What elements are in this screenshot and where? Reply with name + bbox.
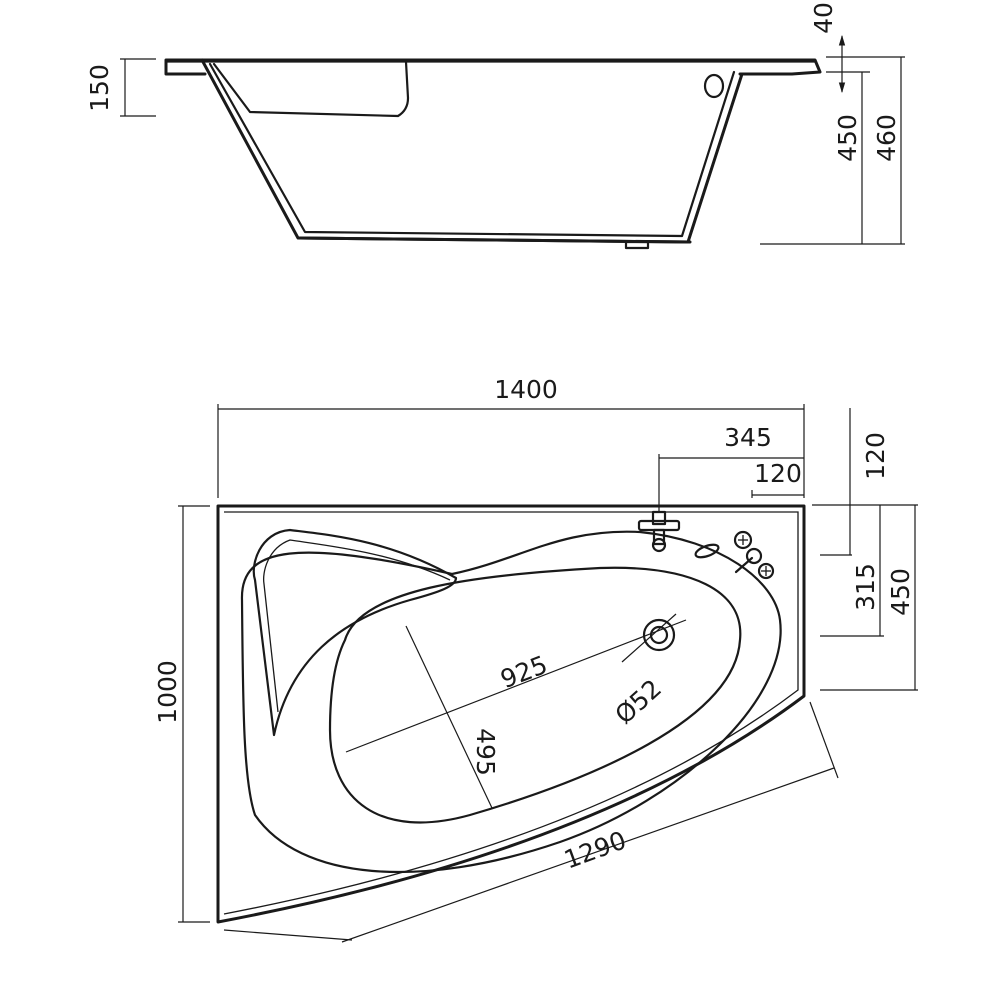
top-basin [328, 566, 742, 824]
dim-925-line [345, 619, 687, 753]
label-150: 150 [85, 64, 114, 112]
side-inner-shell [208, 62, 736, 238]
dim-495-line [405, 625, 493, 809]
top-headrest [252, 528, 458, 737]
side-tub-body [200, 58, 744, 244]
dim-1290-line [341, 767, 835, 943]
side-seat-profile [212, 60, 410, 118]
label-925: 925 [496, 650, 551, 694]
side-overflow-hole [703, 73, 725, 99]
label-460: 460 [872, 114, 901, 162]
label-40: 40 [809, 2, 838, 34]
label-1290: 1290 [560, 826, 630, 875]
label-315: 315 [851, 563, 880, 611]
label-1400: 1400 [494, 375, 558, 404]
label-495: 495 [471, 728, 500, 776]
label-120-right: 120 [861, 432, 890, 480]
dim-drain-diameter-line [621, 613, 677, 663]
overflow-outlet [694, 543, 720, 559]
side-view: 150 40 450 460 [85, 2, 905, 250]
side-drain-fitting [624, 240, 650, 250]
label-450-right: 450 [886, 568, 915, 616]
dim-ext-front-right [809, 701, 839, 779]
top-headrest-inner [262, 539, 451, 713]
drain-inner-ring [649, 625, 669, 645]
top-outer-rim [216, 504, 806, 924]
mixer-controls [733, 530, 775, 580]
top-tub-outline [240, 530, 782, 874]
dim-ext-front-left [223, 929, 353, 941]
label-450-side: 450 [833, 114, 862, 162]
side-rim-outline [164, 58, 822, 76]
label-345: 345 [724, 423, 772, 452]
label-drain-diameter: Ø52 [609, 674, 667, 730]
top-rim-bevel [223, 511, 799, 915]
side-base-line [298, 236, 692, 244]
top-view: 1400 345 120 120 315 450 1000 1290 925 [153, 375, 918, 943]
label-1000: 1000 [153, 660, 182, 724]
drain-outer-ring [642, 618, 676, 652]
label-120-top: 120 [754, 459, 802, 488]
tap-fitting [637, 510, 681, 553]
